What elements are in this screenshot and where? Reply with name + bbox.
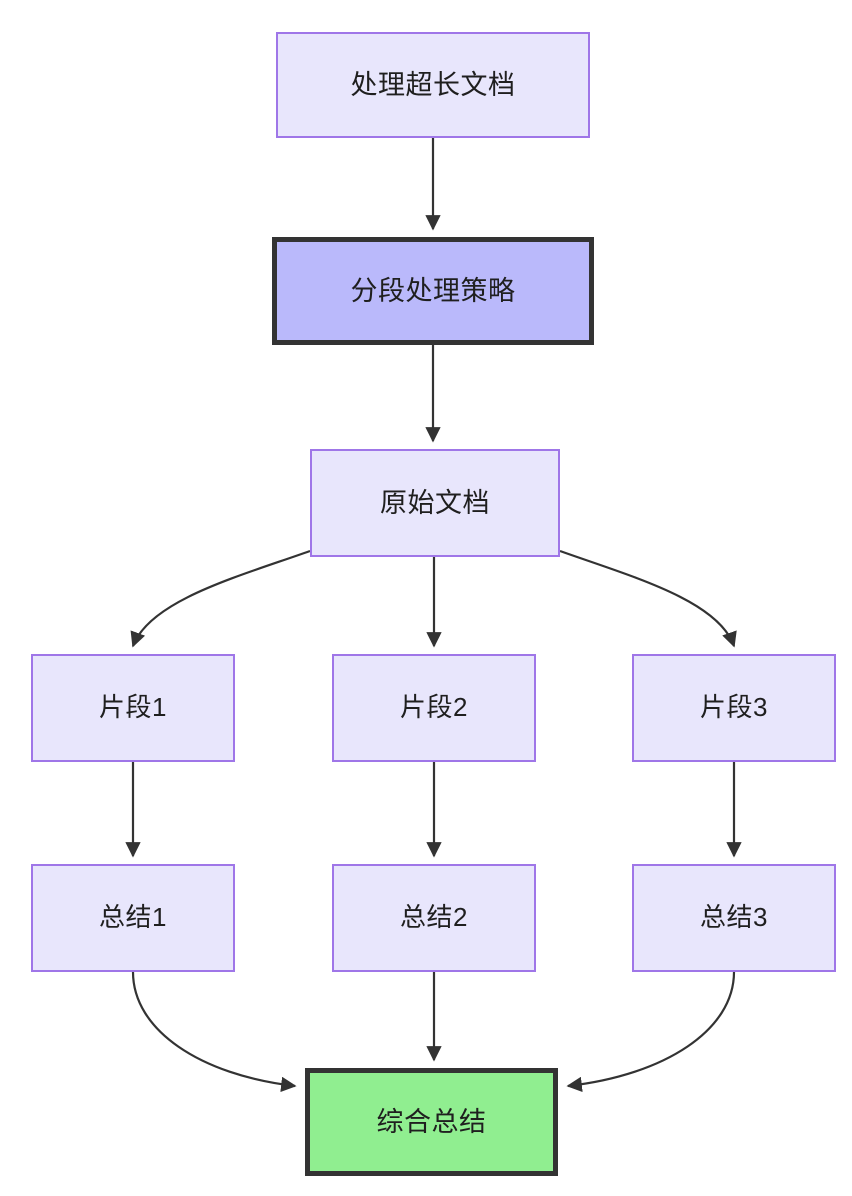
node-summary-1[interactable]: 总结1 [31,864,235,972]
node-label: 片段1 [99,692,167,723]
node-chunking-strategy[interactable]: 分段处理策略 [272,237,594,345]
edge-n3-n4 [130,549,311,648]
node-label: 处理超长文档 [350,69,516,100]
node-comprehensive-summary[interactable]: 综合总结 [305,1068,558,1176]
node-label: 总结3 [700,902,768,933]
edge-n9-n10 [566,971,736,1093]
node-process-long-document[interactable]: 处理超长文档 [276,32,590,138]
node-label: 片段3 [700,692,768,723]
node-label: 片段2 [400,692,468,723]
node-summary-2[interactable]: 总结2 [332,864,536,972]
edge-n3-n6 [559,549,737,648]
node-label: 综合总结 [376,1106,487,1137]
node-label: 总结1 [99,902,167,933]
node-summary-3[interactable]: 总结3 [632,864,836,972]
node-fragment-1[interactable]: 片段1 [31,654,235,762]
node-label: 总结2 [400,902,468,933]
node-label: 原始文档 [380,487,490,518]
node-label: 分段处理策略 [350,275,516,306]
edge-n7-n10 [131,971,297,1093]
node-fragment-3[interactable]: 片段3 [632,654,836,762]
node-fragment-2[interactable]: 片段2 [332,654,536,762]
node-original-document[interactable]: 原始文档 [310,449,560,557]
